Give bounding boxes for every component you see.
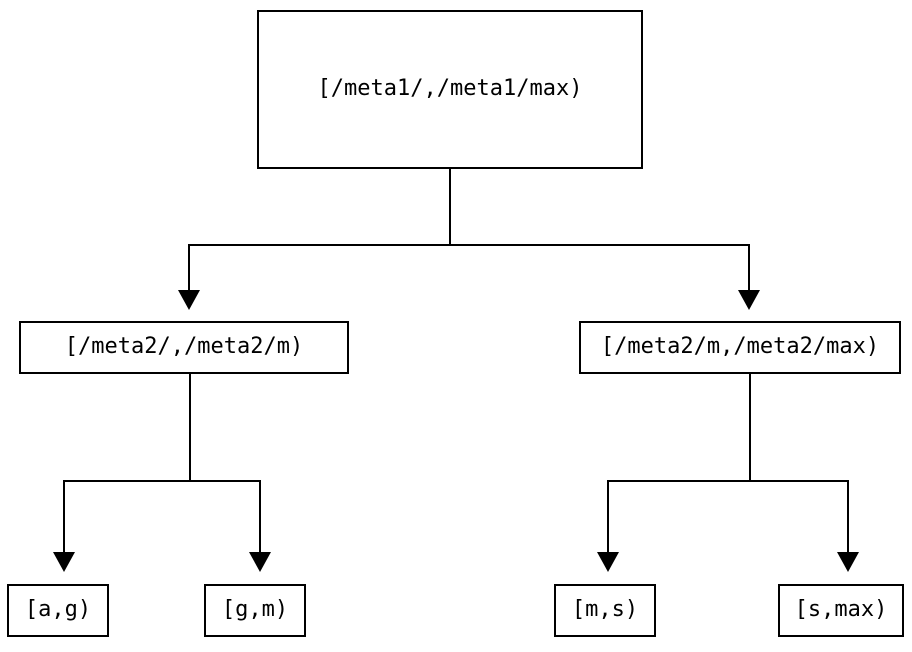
node-mid-left[interactable]: [/meta2/,/meta2/m) bbox=[19, 321, 349, 374]
node-label-leaf-gm: [g,m) bbox=[222, 597, 288, 622]
edge-line bbox=[449, 168, 750, 290]
node-label-leaf-ag: [a,g) bbox=[25, 597, 91, 622]
node-box-leaf-ms[interactable] bbox=[554, 584, 656, 637]
arrow-head-icon bbox=[597, 552, 619, 572]
edge-line bbox=[188, 168, 451, 290]
node-leaf-smax[interactable]: [s,max) bbox=[778, 584, 904, 637]
arrow-head-icon bbox=[837, 552, 859, 572]
edge-line bbox=[749, 373, 849, 552]
edge-line bbox=[607, 373, 751, 552]
nodes-layer: [/meta1/,/meta1/max) [/meta2/,/meta2/m) [/… bbox=[7, 10, 904, 637]
node-box-mid-right[interactable] bbox=[579, 321, 901, 374]
edge-midright-leaf-ms bbox=[597, 373, 751, 572]
edge-line bbox=[63, 373, 191, 552]
edges-layer bbox=[53, 168, 859, 572]
edge-line bbox=[189, 373, 261, 552]
node-leaf-ms[interactable]: [m,s) bbox=[554, 584, 656, 637]
node-label-mid-left: [/meta2/,/meta2/m) bbox=[65, 334, 303, 359]
node-label-leaf-ms: [m,s) bbox=[572, 597, 638, 622]
edge-root-mid-right bbox=[449, 168, 760, 310]
node-label-leaf-smax: [s,max) bbox=[795, 597, 888, 622]
edge-midleft-leaf-ag bbox=[53, 373, 191, 572]
edge-midleft-leaf-gm bbox=[189, 373, 271, 572]
arrow-head-icon bbox=[738, 290, 760, 310]
node-box-root[interactable] bbox=[257, 10, 643, 169]
node-root[interactable]: [/meta1/,/meta1/max) bbox=[257, 10, 643, 169]
node-label-mid-right: [/meta2/m,/meta2/max) bbox=[601, 334, 879, 359]
node-label-root: [/meta1/,/meta1/max) bbox=[318, 76, 583, 101]
node-box-leaf-smax[interactable] bbox=[778, 584, 904, 637]
node-box-mid-left[interactable] bbox=[19, 321, 349, 374]
arrow-head-icon bbox=[178, 290, 200, 310]
node-leaf-gm[interactable]: [g,m) bbox=[204, 584, 306, 637]
arrow-head-icon bbox=[53, 552, 75, 572]
node-box-leaf-gm[interactable] bbox=[204, 584, 306, 637]
edge-root-mid-left bbox=[178, 168, 451, 310]
arrow-head-icon bbox=[249, 552, 271, 572]
edge-midright-leaf-smax bbox=[749, 373, 859, 572]
node-leaf-ag[interactable]: [a,g) bbox=[7, 584, 109, 637]
node-box-leaf-ag[interactable] bbox=[7, 584, 109, 637]
node-mid-right[interactable]: [/meta2/m,/meta2/max) bbox=[579, 321, 901, 374]
